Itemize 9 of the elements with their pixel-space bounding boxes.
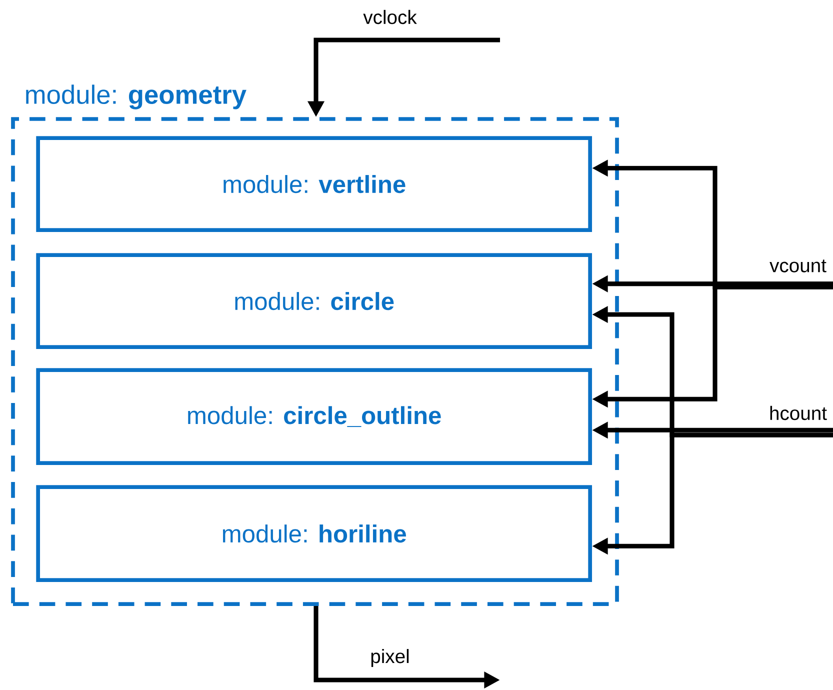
module-box: module: circle_outline — [36, 368, 592, 465]
signal-label: hcount — [767, 404, 829, 422]
signal-label: vcount — [768, 258, 828, 274]
node-label: module: geometry — [26, 84, 246, 110]
module-box: module: circle — [36, 253, 592, 349]
module-box: module: horiline — [36, 485, 592, 582]
signal-label: vclock — [361, 8, 419, 26]
module-box: module: vertline — [36, 136, 592, 232]
signal-label: pixel — [368, 647, 412, 669]
